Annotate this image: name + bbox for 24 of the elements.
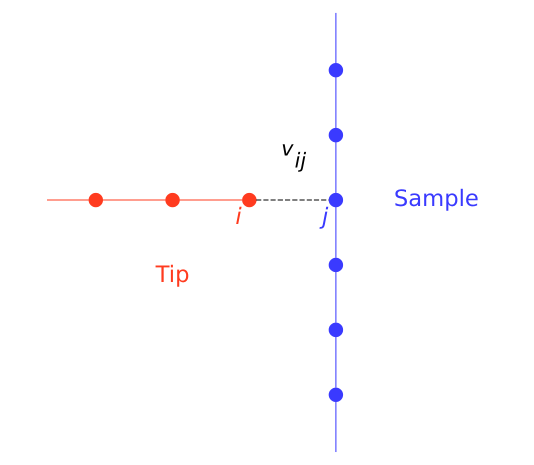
connector bbox=[335, 336, 336, 388]
connector bbox=[335, 12, 336, 64]
node-circle bbox=[328, 258, 344, 272]
node-circle bbox=[328, 388, 344, 402]
node-circle bbox=[328, 63, 344, 78]
connector bbox=[335, 142, 336, 193]
label: Sample bbox=[394, 186, 479, 212]
node-circle bbox=[242, 192, 257, 208]
connector bbox=[256, 200, 329, 201]
connector bbox=[47, 200, 89, 201]
connector bbox=[179, 200, 242, 201]
node-label: i bbox=[235, 204, 242, 230]
node-circle bbox=[88, 192, 104, 208]
node-circle bbox=[328, 128, 344, 142]
connector bbox=[335, 206, 336, 258]
node-label: j bbox=[322, 204, 328, 230]
connector bbox=[335, 402, 336, 452]
connector bbox=[335, 272, 336, 323]
node-circle bbox=[328, 322, 344, 338]
connector bbox=[102, 200, 166, 201]
node-circle bbox=[328, 192, 344, 208]
node-circle bbox=[165, 192, 180, 208]
label: Tip bbox=[156, 262, 190, 288]
connector bbox=[335, 77, 336, 128]
